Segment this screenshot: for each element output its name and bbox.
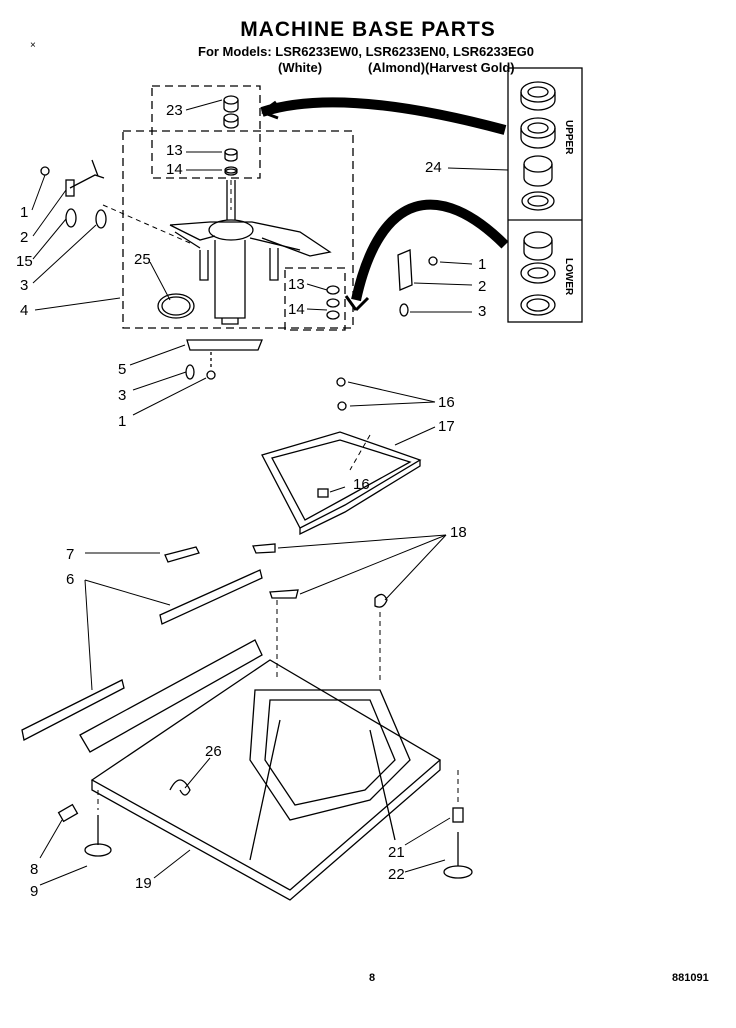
rail-6-lower [21,679,125,741]
color-white-label: (White) [278,60,323,75]
lower-seals [520,231,556,316]
callout-25: 25 [134,251,151,268]
callout-1-lower: 1 [118,413,127,430]
callout-5: 5 [118,361,127,378]
callout-1: 1 [20,204,29,221]
doc-number: 881091 [672,972,709,984]
arrow-upper [260,97,507,135]
callout-17: 17 [438,418,455,435]
callout-14-lower: 14 [288,301,305,318]
arrow-lower [351,199,509,302]
upper-label: UPPER [563,120,574,155]
models-line: For Models: LSR6233EW0, LSR6233EN0, LSR6… [198,44,534,59]
lower-seal-box [284,267,346,331]
upper-seals [520,81,556,211]
hook-26 [169,779,191,796]
callout-3-lower: 3 [118,387,127,404]
callout-26: 26 [205,743,222,760]
right-bracket-parts [397,249,438,317]
drive-spider [169,180,332,325]
callout-3: 3 [20,277,29,294]
bracket-5 [186,339,263,351]
callout-19: 19 [135,875,152,892]
corner-mark: × [30,40,36,51]
upper-seal-box [151,85,261,179]
page-number: 8 [369,972,376,984]
callout-13-lower: 13 [288,276,305,293]
seal-kit-inset [507,67,583,323]
part-7 [164,546,200,563]
callout-14: 14 [166,161,183,178]
seal-parts-23-13-14 [223,95,239,176]
base-frame-19 [79,639,442,901]
callout-22: 22 [388,866,405,883]
callout-13: 13 [166,142,183,159]
callout-3-right: 3 [478,303,487,320]
callout-16-frame: 16 [353,476,370,493]
drive-assembly-box [122,130,354,329]
top-frame-17 [261,377,422,536]
callout-2-right: 2 [478,278,487,295]
lower-label: LOWER [563,258,574,296]
callout-16: 16 [438,394,455,411]
callout-21: 21 [388,844,405,861]
left-bracket-parts [40,159,107,229]
callout-23: 23 [166,102,183,119]
callout-7: 7 [66,546,75,563]
page-title: MACHINE BASE PARTS [240,18,496,41]
ring-25 [157,293,195,319]
callout-4: 4 [20,302,29,319]
callout-18: 18 [450,524,467,541]
rail-6-upper [159,569,263,625]
callout-9: 9 [30,883,39,900]
callout-1-right: 1 [478,256,487,273]
color-almond-gold-label: (Almond)(Harvest Gold) [368,60,515,75]
callout-15: 15 [16,253,33,270]
callout-24: 24 [425,159,442,176]
callout-2: 2 [20,229,29,246]
callout-6: 6 [66,571,75,588]
callout-8: 8 [30,861,39,878]
